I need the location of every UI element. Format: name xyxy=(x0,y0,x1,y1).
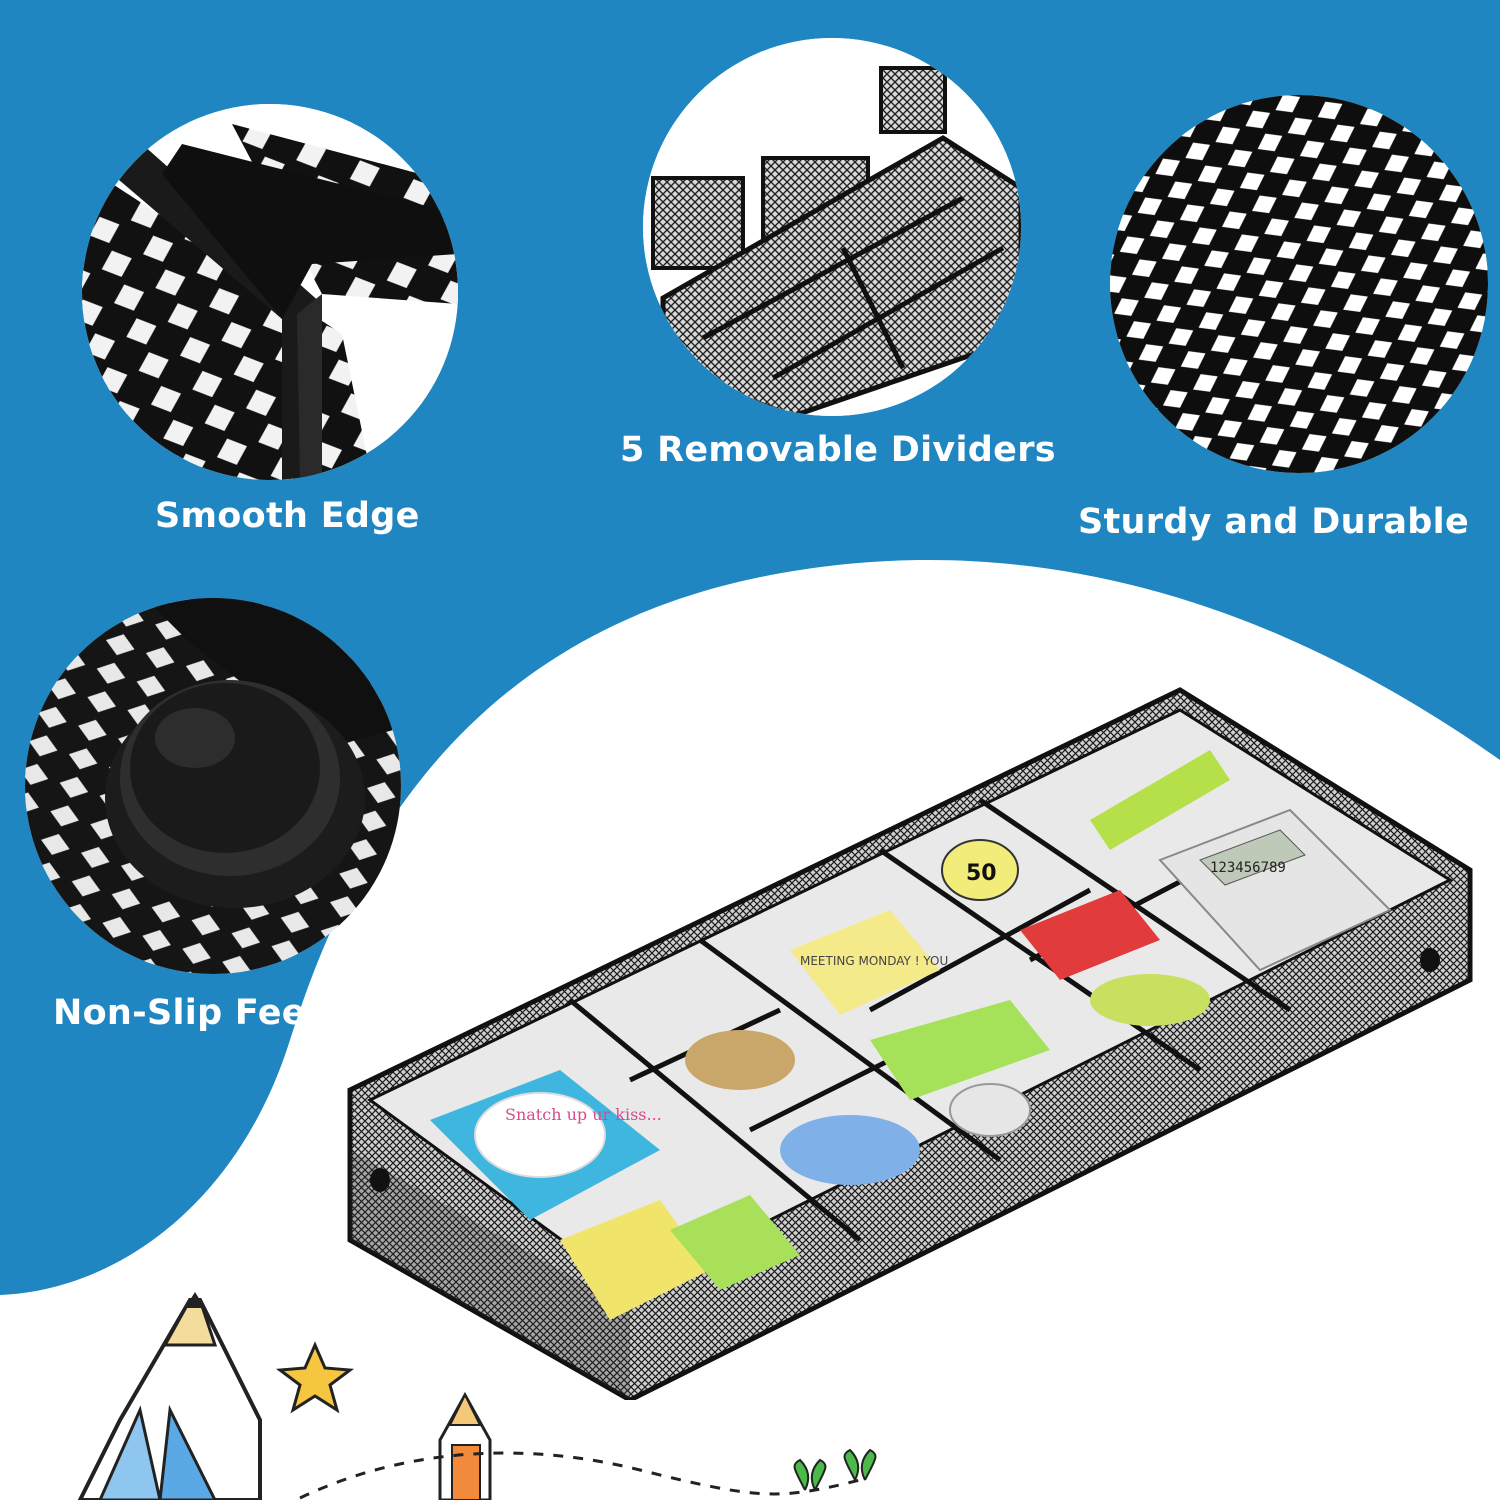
binder-clips-blue xyxy=(780,1115,920,1185)
sticky-note-green xyxy=(670,1195,800,1290)
drawer-organizer-tray: Snatch up ur kiss... MEETING MONDAY ! YO… xyxy=(347,687,1473,1400)
sturdy-durable-label: Sturdy and Durable xyxy=(1078,502,1469,542)
mesh-corner-image xyxy=(82,104,458,480)
foot-pad xyxy=(1420,948,1440,972)
smooth-edge-label: Smooth Edge xyxy=(155,496,420,536)
foot-pad xyxy=(370,1168,390,1192)
foot-pad-image xyxy=(25,598,401,974)
memo-text: Snatch up ur kiss... xyxy=(505,1105,662,1124)
decorative-doodles xyxy=(77,1292,877,1500)
calculator-display: 123456789 xyxy=(1210,860,1286,876)
stapler xyxy=(1090,750,1230,850)
sticky-text: MEETING MONDAY ! YOU xyxy=(800,954,948,968)
post-it-block xyxy=(790,910,940,1015)
diamond-mesh-image xyxy=(1110,95,1488,473)
non-slip-feet-label: Non-Slip Feet xyxy=(53,993,323,1033)
tape-dispenser xyxy=(870,1000,1050,1100)
washi-tapes xyxy=(1090,974,1210,1026)
dividers-image xyxy=(643,38,1021,416)
binder-clips-gold xyxy=(685,1030,795,1090)
staples-box xyxy=(1020,890,1160,980)
tape-measure xyxy=(941,839,1019,901)
calculator xyxy=(1158,808,1392,972)
correction-tape xyxy=(949,1083,1031,1137)
smooth-edge-closeup xyxy=(82,104,458,480)
non-slip-feet-closeup xyxy=(25,598,401,974)
star-doodle xyxy=(275,1341,355,1414)
dividers-closeup xyxy=(643,38,1021,416)
mesh-closeup xyxy=(1110,95,1488,473)
removable-dividers-label: 5 Removable Dividers xyxy=(620,430,1056,470)
tape-label: 50 xyxy=(966,861,997,886)
